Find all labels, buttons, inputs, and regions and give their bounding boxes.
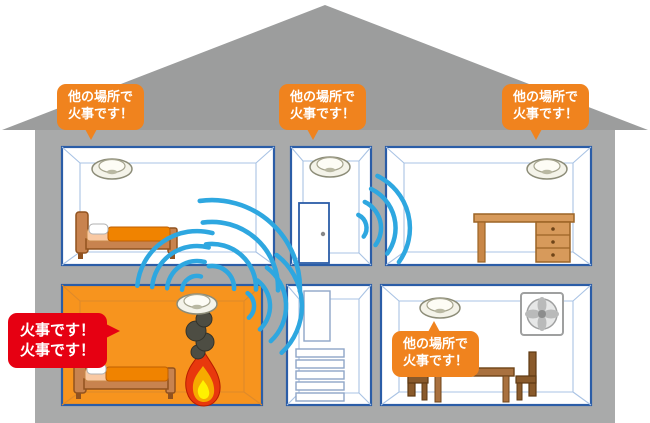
smoke-detector-upstairs-left: [91, 158, 133, 180]
smoke-icon: [185, 310, 215, 360]
staircase-icon: [295, 348, 345, 402]
desk-icon: [473, 213, 575, 263]
alert-bubble-downstairs-right: 他の場所で 火事です！: [392, 321, 480, 377]
alert-text-line: 火事です！: [68, 106, 134, 122]
alert-text-line: 火事です！: [513, 106, 579, 122]
smoke-detector-downstairs-right: [419, 297, 461, 319]
smoke-detector-upstairs-right: [526, 158, 568, 180]
alert-text-line: 他の場所で: [290, 90, 356, 105]
alert-bubble-upstairs-left: 他の場所で 火事です！: [57, 84, 145, 140]
alert-text-line: 他の場所で: [513, 90, 579, 105]
stairwell-door: [303, 290, 331, 342]
door-icon: [298, 202, 330, 264]
alert-bubble-fire-room: 火事です！ 火事です！: [8, 313, 121, 368]
alert-bubble-upstairs-middle: 他の場所で 火事です！: [279, 84, 367, 140]
house-roof: [2, 5, 648, 130]
smoke-detector-fire-room: [176, 293, 218, 315]
alert-text-line: 火事です！: [20, 321, 96, 339]
fire-icon: [185, 349, 221, 407]
alert-text-line: 他の場所で: [403, 337, 469, 352]
alert-bubble-upstairs-right: 他の場所で 火事です！: [502, 84, 590, 140]
alert-text-line: 火事です！: [403, 353, 469, 369]
smoke-detector-upstairs-middle: [309, 156, 351, 178]
alert-text-line: 火事です！: [290, 106, 356, 122]
alert-text-line: 他の場所で: [68, 90, 134, 105]
alert-text-line: 火事です！: [20, 340, 96, 359]
ventilation-fan-icon: [520, 292, 564, 336]
